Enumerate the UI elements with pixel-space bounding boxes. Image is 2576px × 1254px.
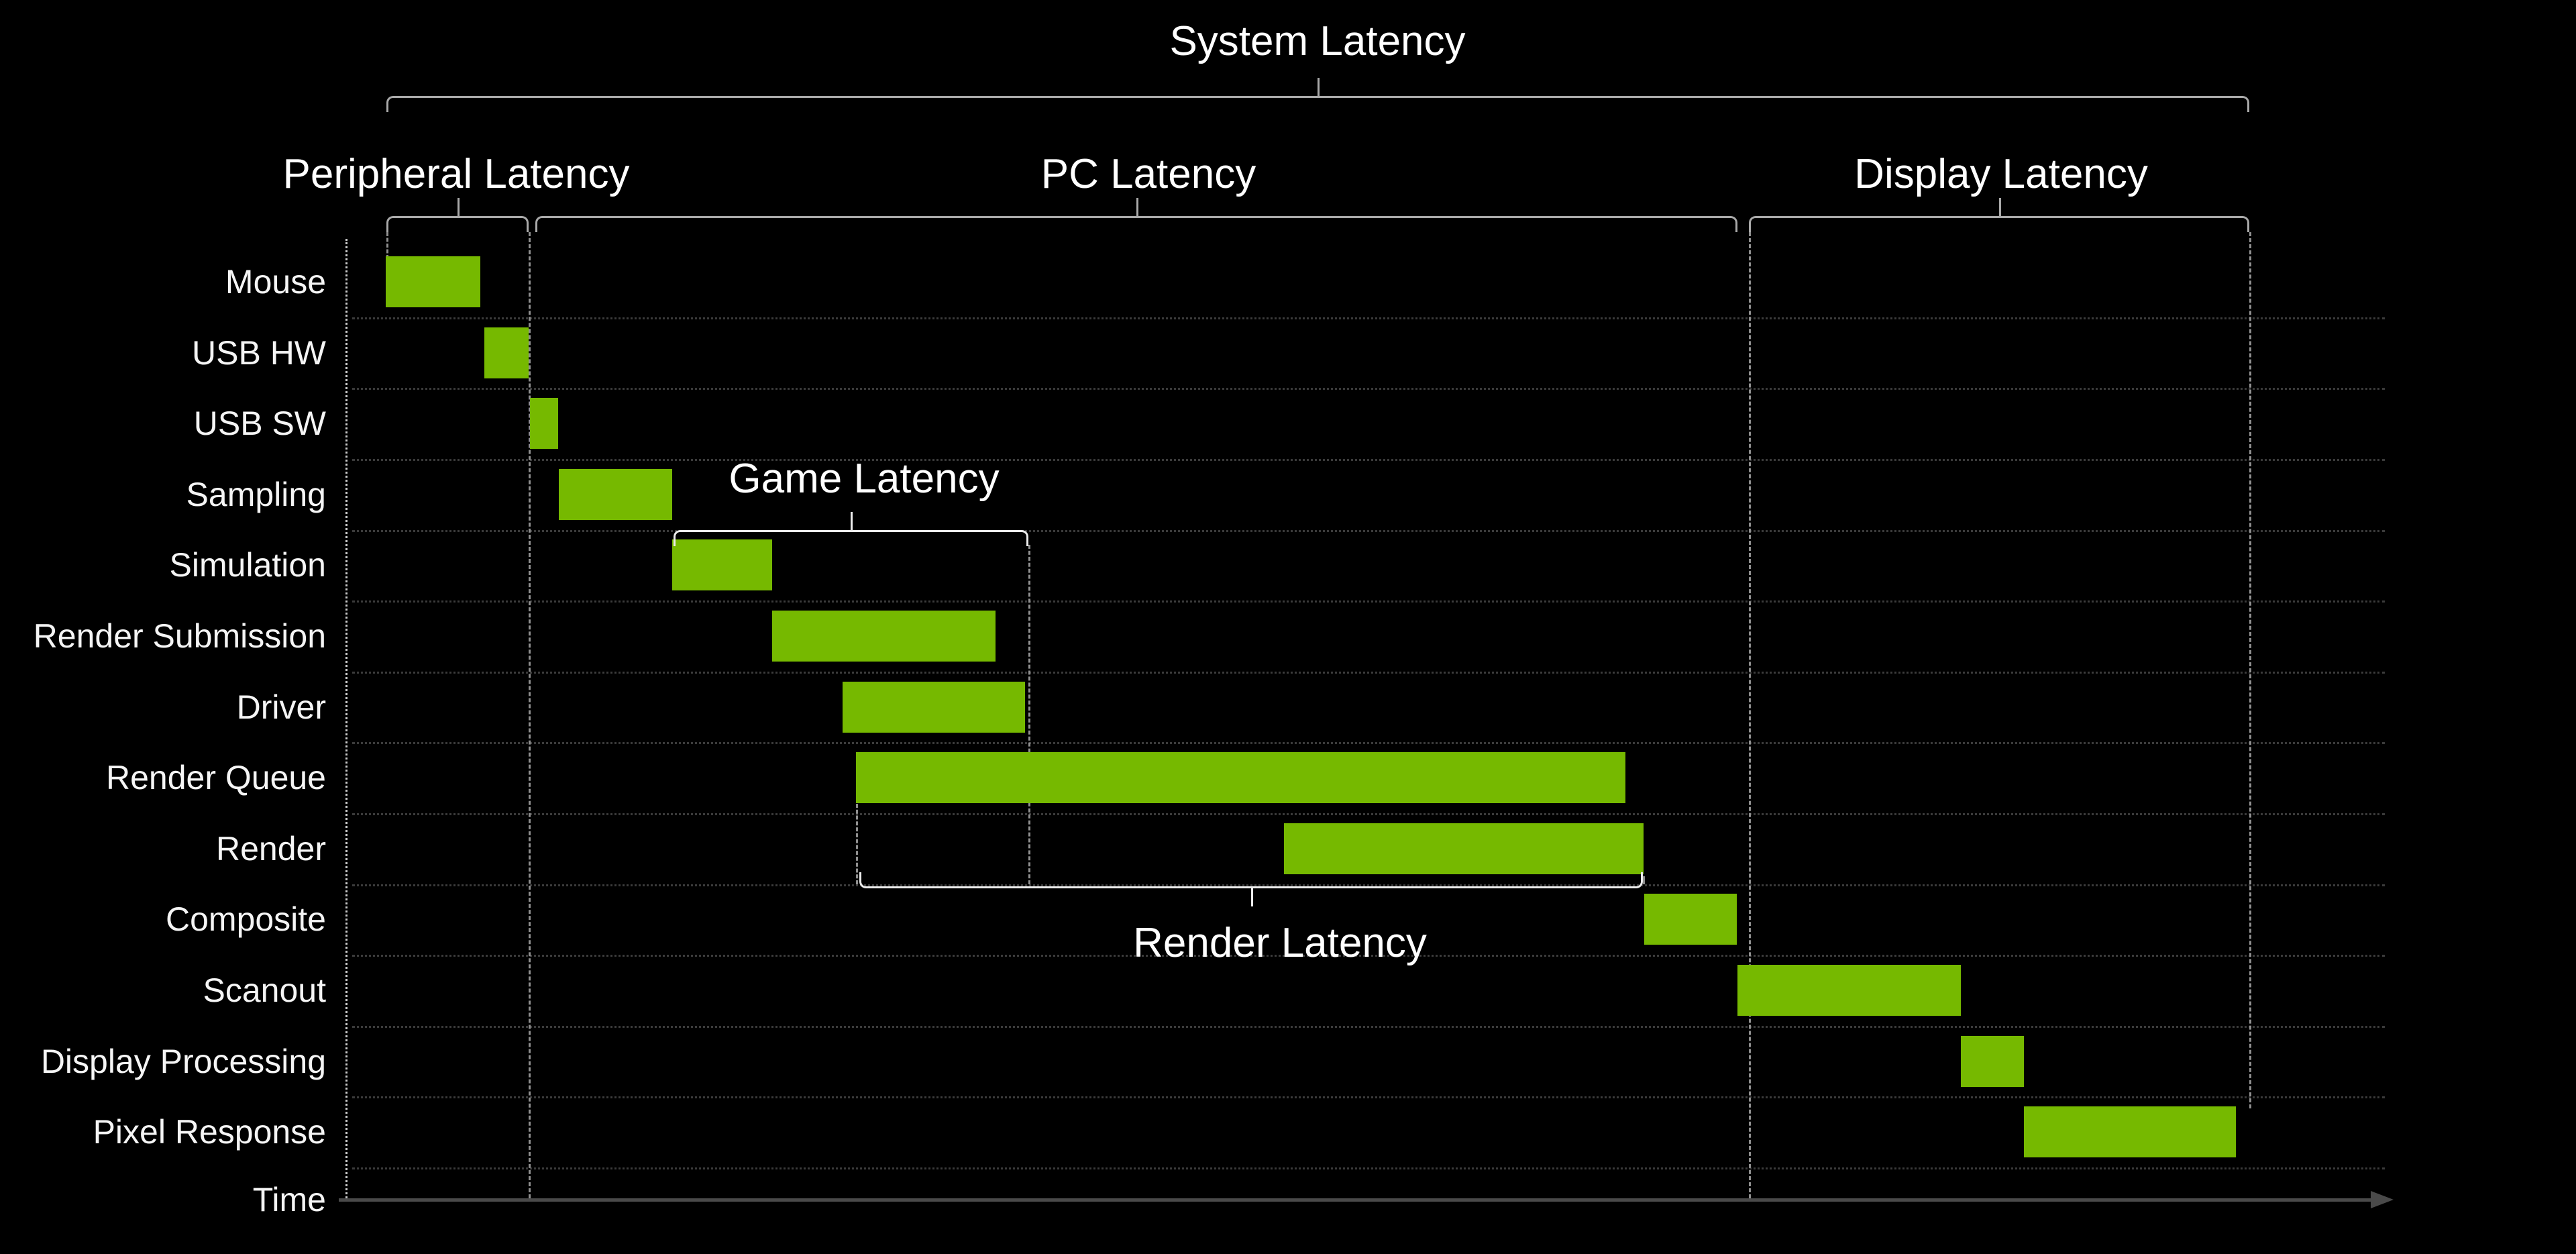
bar-sampling — [559, 468, 672, 520]
dashed-guide-line — [1643, 876, 1645, 884]
time-axis-line — [339, 1198, 2371, 1202]
dashed-guide-line — [386, 232, 388, 259]
row-label-driver: Driver — [236, 688, 326, 726]
bar-mouse — [386, 256, 480, 307]
row-separator — [352, 884, 2385, 886]
row-label-usb-hw: USB HW — [192, 333, 326, 372]
time-axis-arrowhead — [2371, 1191, 2394, 1208]
bar-render-submission — [772, 611, 996, 662]
peripheral-bracket-label: Peripheral Latency — [282, 151, 630, 197]
row-label-sampling: Sampling — [186, 475, 326, 513]
row-separator — [352, 813, 2385, 815]
row-label-render: Render — [216, 829, 326, 868]
row-separator — [352, 742, 2385, 745]
display-bracket-label: Display Latency — [1854, 151, 2148, 197]
row-separator — [352, 955, 2385, 957]
display-bracket-tick — [1999, 198, 2001, 216]
display-bracket — [1749, 216, 2249, 232]
peripheral-bracket-tick — [458, 198, 460, 216]
row-label-usb-sw: USB SW — [193, 405, 326, 443]
row-separator — [352, 388, 2385, 390]
row-separator — [352, 1096, 2385, 1099]
bar-render — [1284, 823, 1644, 874]
dashed-guide-line — [1028, 545, 1030, 884]
render-bracket-tick — [1251, 888, 1253, 906]
peripheral-bracket — [386, 216, 529, 232]
row-separator — [352, 529, 2385, 532]
dashed-guide-line — [2249, 232, 2251, 1108]
row-separator — [352, 459, 2385, 461]
dashed-guide-line — [1749, 232, 1751, 1198]
y-axis-dotted-line — [345, 239, 347, 1198]
bar-composite — [1644, 894, 1737, 945]
row-separator — [352, 600, 2385, 603]
pc-bracket-tick — [1136, 198, 1138, 216]
row-label-mouse: Mouse — [225, 263, 326, 301]
dashed-guide-line — [529, 232, 531, 1198]
time-axis-label: Time — [252, 1181, 326, 1218]
row-label-pixel-response: Pixel Response — [93, 1113, 326, 1151]
bar-scanout — [1737, 965, 1961, 1016]
bar-simulation — [672, 539, 772, 591]
pc-bracket — [535, 216, 1737, 232]
system-bracket — [386, 96, 2249, 112]
row-separator — [352, 1025, 2385, 1028]
game-bracket — [674, 530, 1028, 546]
render-bracket-label: Render Latency — [1133, 920, 1427, 966]
bar-driver — [843, 681, 1025, 733]
bar-pixel-response — [2024, 1106, 2236, 1158]
row-separator — [352, 317, 2385, 319]
system-bracket-label: System Latency — [1169, 18, 1466, 64]
row-separator — [352, 1167, 2385, 1169]
row-label-composite: Composite — [166, 900, 326, 939]
bar-display-processing — [1961, 1035, 2024, 1087]
game-bracket-label: Game Latency — [729, 456, 1000, 502]
dashed-guide-line — [856, 804, 858, 884]
row-label-display-processing: Display Processing — [40, 1042, 326, 1080]
bar-usb-hw — [484, 327, 529, 378]
bar-usb-sw — [530, 398, 558, 450]
bar-render-queue — [856, 752, 1625, 804]
row-label-render-submission: Render Submission — [33, 617, 326, 655]
system-bracket-tick — [1318, 78, 1320, 96]
pc-bracket-label: PC Latency — [1040, 151, 1256, 197]
row-label-render-queue: Render Queue — [105, 759, 326, 797]
row-separator — [352, 671, 2385, 674]
render-bracket — [859, 872, 1643, 888]
row-label-scanout: Scanout — [203, 972, 326, 1009]
game-bracket-tick — [851, 512, 853, 530]
row-label-simulation: Simulation — [169, 546, 326, 584]
